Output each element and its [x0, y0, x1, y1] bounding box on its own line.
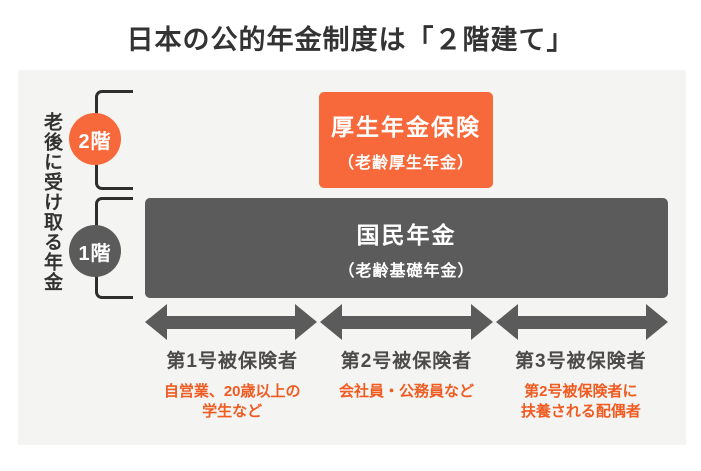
arrow-left-head-icon	[320, 304, 343, 340]
category-label-row: 第1号被保険者 第2号被保険者 第3号被保険者	[145, 346, 668, 373]
category-label: 第2号被保険者	[340, 351, 473, 372]
category-description: 第2号被保険者に 扶養される配偶者	[520, 383, 641, 420]
diagram-panel: 老後に受け取る年金 2階 1階 厚生年金保険 （老齢厚生年金） 国民年金 （老齢…	[18, 70, 686, 445]
double-arrow-icon	[320, 304, 493, 340]
category-description: 会社員・公務員など	[338, 383, 474, 400]
kokumin-nenkin-subtitle: （老齢基礎年金）	[338, 262, 475, 280]
kokumin-nenkin-title: 国民年金	[356, 221, 457, 248]
arrow-right-head-icon	[645, 304, 668, 340]
kosei-nenkin-box: 厚生年金保険 （老齢厚生年金）	[319, 92, 493, 188]
arrow-left-head-icon	[495, 304, 518, 340]
arrow-shaft	[167, 315, 296, 329]
kokumin-nenkin-box: 国民年金 （老齢基礎年金）	[145, 198, 668, 298]
category-range-arrows	[145, 304, 668, 340]
arrow-right-head-icon	[470, 304, 493, 340]
category-label: 第1号被保険者	[166, 351, 298, 372]
arrow-right-head-icon	[295, 304, 318, 340]
category-label: 第3号被保険者	[515, 351, 647, 372]
kosei-nenkin-subtitle: （老齢厚生年金）	[337, 154, 474, 172]
page-title: 日本の公的年金制度は「２階建て」	[126, 25, 575, 55]
tier1-badge: 1階	[69, 225, 121, 277]
arrow-shaft	[342, 315, 471, 329]
double-arrow-icon	[145, 304, 318, 340]
category-description-row: 自営業、20歳以上の 学生など 会社員・公務員など 第2号被保険者に 扶養される…	[145, 382, 668, 421]
arrow-left-head-icon	[145, 304, 167, 340]
tier2-badge: 2階	[69, 113, 121, 165]
side-axis-label: 老後に受け取る年金	[41, 112, 62, 292]
kosei-nenkin-title: 厚生年金保険	[331, 113, 481, 140]
category-description: 自営業、20歳以上の 学生など	[163, 383, 301, 420]
double-arrow-icon	[495, 304, 668, 340]
arrow-shaft	[517, 315, 646, 329]
